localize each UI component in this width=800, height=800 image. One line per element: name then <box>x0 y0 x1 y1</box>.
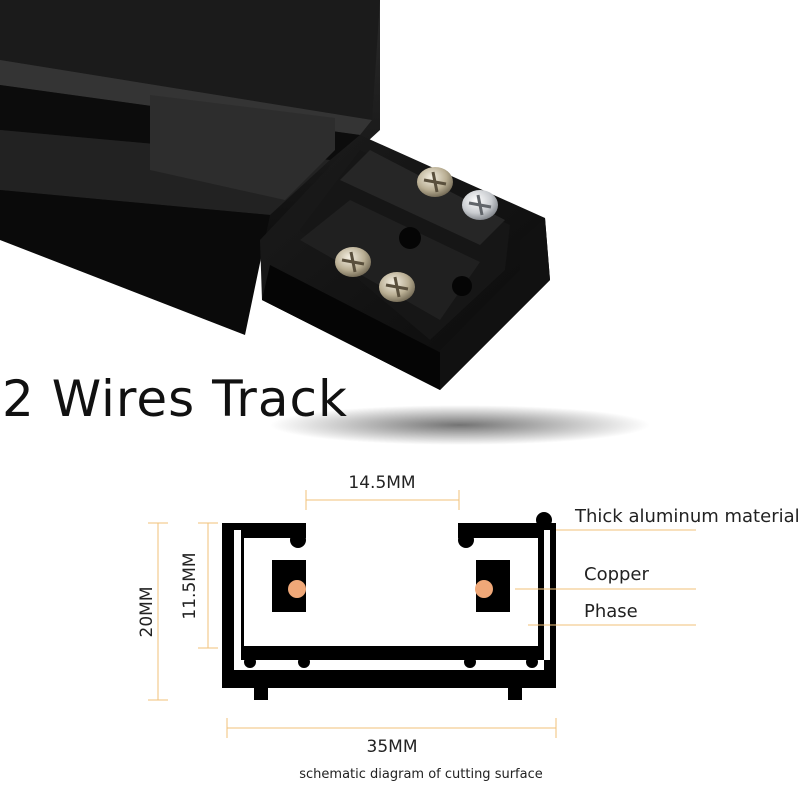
track-profile <box>222 512 556 700</box>
dimension-label-14-5mm: 14.5MM <box>348 473 415 493</box>
track-product-photo <box>0 0 650 445</box>
dimension-label-20mm: 20MM <box>137 587 157 638</box>
callout-label-copper: Copper <box>584 564 650 585</box>
cross-section-diagram: 14.5MM 20MM 11.5MM 35MM <box>137 473 800 782</box>
dimension-inner-height: 11.5MM <box>180 522 218 649</box>
mount-hole <box>452 276 472 296</box>
callout-label-material: Thick aluminum material <box>574 506 800 527</box>
dimension-total-width: 35MM <box>226 718 557 757</box>
shadow <box>270 405 650 445</box>
copper-contact-right <box>475 580 493 598</box>
callout-copper: Copper <box>515 564 696 590</box>
terminal-screw <box>379 272 415 302</box>
dimension-total-height: 20MM <box>137 522 168 701</box>
copper-contact-left <box>288 580 306 598</box>
dimension-top-opening: 14.5MM <box>305 473 460 510</box>
dimension-label-11-5mm: 11.5MM <box>180 552 200 619</box>
terminal-screw <box>462 190 498 220</box>
callout-material: Thick aluminum material <box>556 506 800 531</box>
callout-label-phase: Phase <box>584 601 638 622</box>
mount-hole <box>399 227 421 249</box>
terminal-end-cap <box>260 135 550 390</box>
dimension-label-35mm: 35MM <box>367 737 418 757</box>
product-title: 2 Wires Track <box>2 370 348 428</box>
callout-phase: Phase <box>528 601 696 626</box>
terminal-screw <box>335 247 371 277</box>
track-rail <box>0 0 380 335</box>
diagram-caption: schematic diagram of cutting surface <box>299 767 543 782</box>
terminal-screw <box>417 167 453 197</box>
